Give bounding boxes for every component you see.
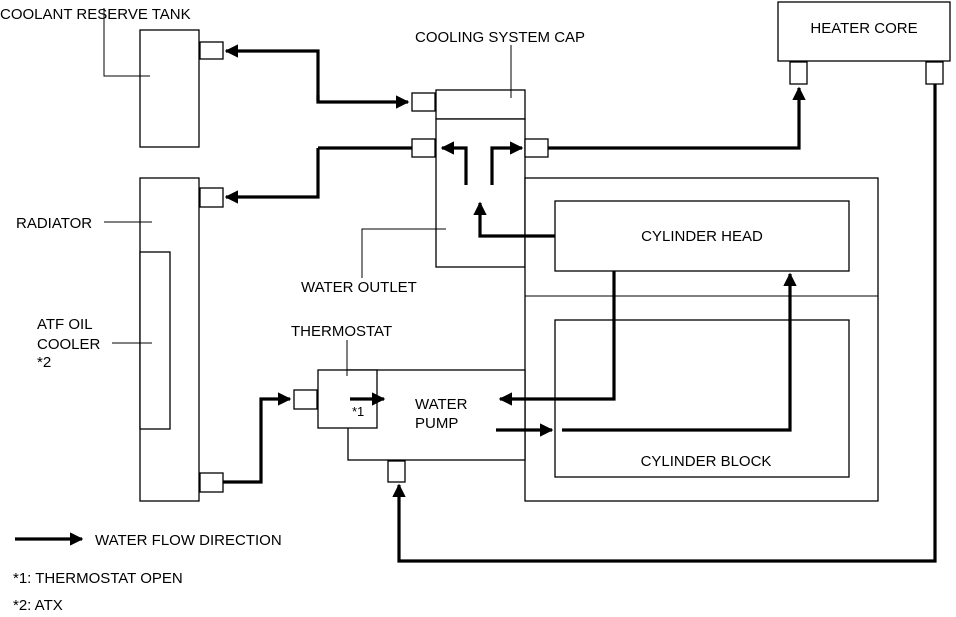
outlet-left-port — [411, 138, 436, 158]
reserve-tank-leader — [103, 8, 150, 77]
label-coolant-reserve-tank: COOLANT RESERVE TANK — [0, 6, 191, 23]
flow-head-to-outlet — [473, 201, 555, 238]
thermostat-port — [293, 389, 318, 410]
outlet-right-port — [524, 138, 549, 158]
label-cylinder-block: CYLINDER BLOCK — [641, 453, 772, 470]
water-outlet-box — [435, 118, 526, 268]
flow-to-reserve-tank — [224, 44, 320, 101]
label-atf-oil-cooler-line1: ATF OIL — [37, 316, 93, 333]
flow-to-radiator — [224, 148, 320, 204]
water-pump-bottom-port — [387, 460, 406, 483]
cap-port — [411, 92, 436, 112]
legend-note2: *2: ATX — [13, 597, 63, 614]
flow-heater-return — [392, 84, 937, 563]
atf-oil-cooler-box — [139, 251, 171, 430]
flow-to-heater-core — [548, 86, 806, 150]
label-radiator: RADIATOR — [16, 215, 92, 232]
heater-core-outlet-port — [925, 61, 944, 85]
cylinder-head-box — [554, 200, 850, 272]
coolant-reserve-tank-box — [139, 29, 200, 148]
label-water-outlet: WATER OUTLET — [301, 279, 417, 296]
label-water-pump-line1: WATER — [415, 396, 468, 413]
cooling-system-cap-box — [435, 89, 526, 120]
label-heater-core: HEATER CORE — [810, 20, 917, 37]
heater-core-box — [777, 1, 951, 62]
legend-flow-direction: WATER FLOW DIRECTION — [95, 532, 282, 549]
label-atf-oil-cooler-note: *2 — [37, 354, 51, 371]
flow-radiator-to-thermostat — [223, 392, 292, 484]
label-cylinder-head: CYLINDER HEAD — [641, 228, 763, 245]
label-thermostat-note: *1 — [352, 404, 364, 419]
radiator-upper-port — [199, 187, 224, 208]
water-outlet-leader — [361, 228, 446, 278]
flow-outlet-inner-left — [440, 141, 468, 185]
flow-outlet-inner-right — [490, 141, 524, 185]
label-thermostat: THERMOSTAT — [291, 323, 392, 340]
radiator-lower-port — [199, 472, 224, 493]
heater-core-inlet-port — [789, 61, 808, 85]
legend-note1: *1: THERMOSTAT OPEN — [13, 570, 183, 587]
label-atf-oil-cooler-line2: COOLER — [37, 336, 101, 353]
reserve-tank-port — [199, 41, 224, 60]
flow-block-to-head — [562, 272, 797, 432]
label-cooling-system-cap: COOLING SYSTEM CAP — [415, 29, 585, 46]
flow-to-cap — [316, 95, 410, 109]
flow-head-to-pump — [498, 271, 616, 406]
label-water-pump-line2: PUMP — [415, 415, 458, 432]
